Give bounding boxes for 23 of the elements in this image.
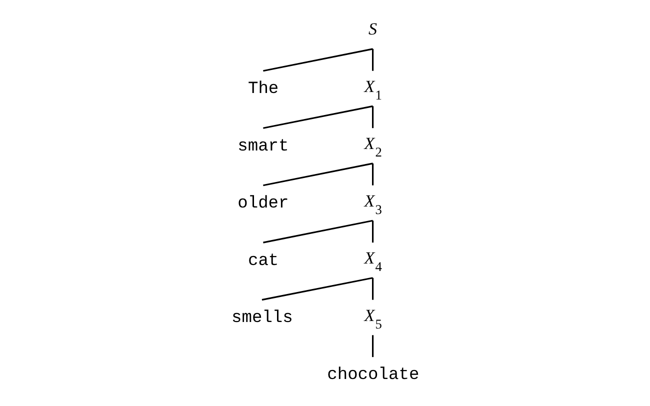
connector	[263, 105, 373, 129]
connector	[372, 278, 374, 300]
connector	[372, 335, 374, 358]
node-text: older	[238, 194, 289, 214]
connector	[372, 106, 374, 128]
node-text: cat	[248, 252, 279, 271]
node-text: The	[248, 80, 279, 100]
node-text: smart	[238, 137, 289, 156]
connector	[263, 220, 373, 244]
node-text: X$_{1}$	[364, 76, 382, 102]
node-text: X$_{5}$	[364, 306, 382, 332]
node-text: X$_{3}$	[364, 191, 382, 217]
node-text: X$_{2}$	[364, 134, 382, 160]
node-text: smells	[232, 308, 293, 328]
connector	[263, 162, 373, 186]
node-text: chocolate	[327, 366, 420, 386]
connector	[372, 220, 374, 243]
connector	[372, 163, 374, 186]
node-text: S	[368, 20, 378, 39]
connector	[263, 48, 373, 72]
node-text: X$_{4}$	[364, 248, 382, 274]
connector	[372, 48, 374, 71]
connector	[262, 277, 373, 301]
